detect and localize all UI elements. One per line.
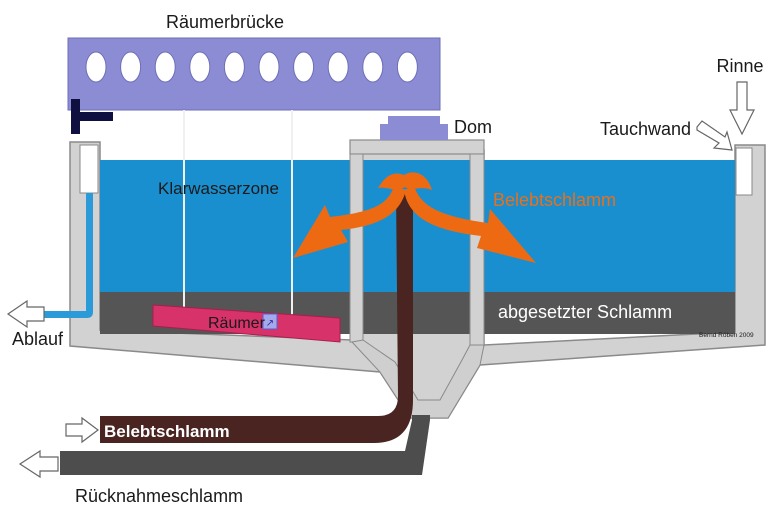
dome-cap-top xyxy=(388,116,440,124)
bridge-window xyxy=(293,51,315,83)
bridge-holes xyxy=(85,51,418,83)
dome-label: Dom xyxy=(454,117,492,137)
bridge-window xyxy=(396,51,418,83)
scraper-label: Räumer xyxy=(208,315,266,332)
bridge xyxy=(67,37,441,111)
scraper-icon: ↗ xyxy=(266,318,274,329)
bridge-window xyxy=(85,51,107,83)
bridge-window xyxy=(223,51,245,83)
inflow-arrow-icon xyxy=(65,416,99,444)
activated-sludge-label: Belebtschlamm xyxy=(493,190,616,210)
dome-cap-body xyxy=(380,124,448,140)
gutter-label: Rinne xyxy=(716,56,763,76)
dome-right-wall xyxy=(469,153,485,347)
gutter-arrow-icon xyxy=(729,81,755,136)
bridge-window xyxy=(362,51,384,83)
bridge-window xyxy=(154,51,176,83)
outflow-pipe xyxy=(44,193,93,318)
activated-sludge-pipe xyxy=(100,190,413,443)
bridge-label: Räumerbrücke xyxy=(166,12,284,32)
flow-spout xyxy=(378,172,432,190)
dome-outer xyxy=(349,139,485,155)
return-sludge-label: Rücknahmeschlamm xyxy=(75,486,243,506)
return-arrow-icon xyxy=(18,449,59,479)
bridge-window xyxy=(189,51,211,83)
scraper-icon-box xyxy=(262,313,278,330)
flow-arrow-left xyxy=(293,186,406,258)
bridge-window xyxy=(258,51,280,83)
baffle-label: Tauchwand xyxy=(600,119,691,139)
bridge-window xyxy=(327,51,349,83)
baffle-wall xyxy=(735,147,753,196)
credit-label: Bernd Röben 2009 xyxy=(699,332,754,339)
flow-arrow-right xyxy=(404,186,536,263)
settled-sludge-label: abgesetzter Schlamm xyxy=(498,302,672,322)
baffle-arrow-icon xyxy=(696,120,733,151)
clear-zone-label: Klarwasserzone xyxy=(158,179,279,198)
return-sludge-pipe xyxy=(60,415,430,475)
outflow-label: Ablauf xyxy=(12,329,64,349)
bridge-window xyxy=(120,51,142,83)
scraper-blade xyxy=(152,304,341,343)
bridge-drive-horizontal xyxy=(71,112,113,121)
outflow-arrow-icon xyxy=(6,299,45,329)
overflow-weir xyxy=(79,144,99,194)
inflow-pipe-label: Belebtschlamm xyxy=(104,422,230,441)
dome-left-wall xyxy=(349,153,364,343)
